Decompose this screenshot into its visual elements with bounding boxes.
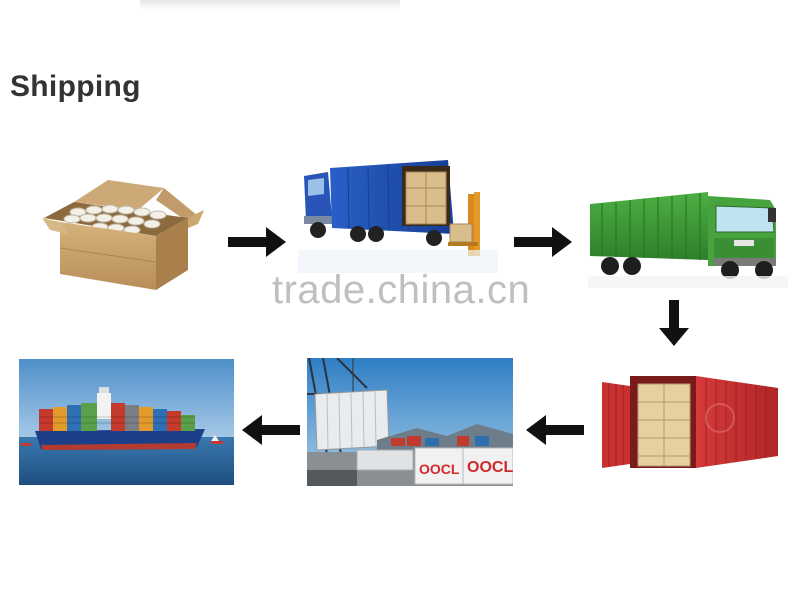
container-truck-image	[298, 158, 498, 273]
container-brand-label: OOCL	[419, 461, 460, 477]
top-edge-shadow	[140, 0, 400, 10]
carton-box-image	[38, 178, 208, 293]
port-crane-photo: OOCL OOCL	[307, 358, 513, 486]
left-arrow-icon	[524, 412, 586, 453]
container-ship-photo	[19, 359, 234, 485]
right-arrow-icon	[228, 224, 288, 265]
red-container-image	[600, 372, 782, 476]
green-truck-image	[588, 188, 788, 288]
down-arrow-icon	[656, 300, 692, 353]
left-arrow-icon	[240, 412, 302, 453]
container-brand-label: OOCL	[467, 459, 513, 476]
page-title: Shipping	[10, 70, 141, 103]
right-arrow-icon	[514, 224, 574, 265]
watermark: trade.china.cn	[272, 268, 531, 312]
